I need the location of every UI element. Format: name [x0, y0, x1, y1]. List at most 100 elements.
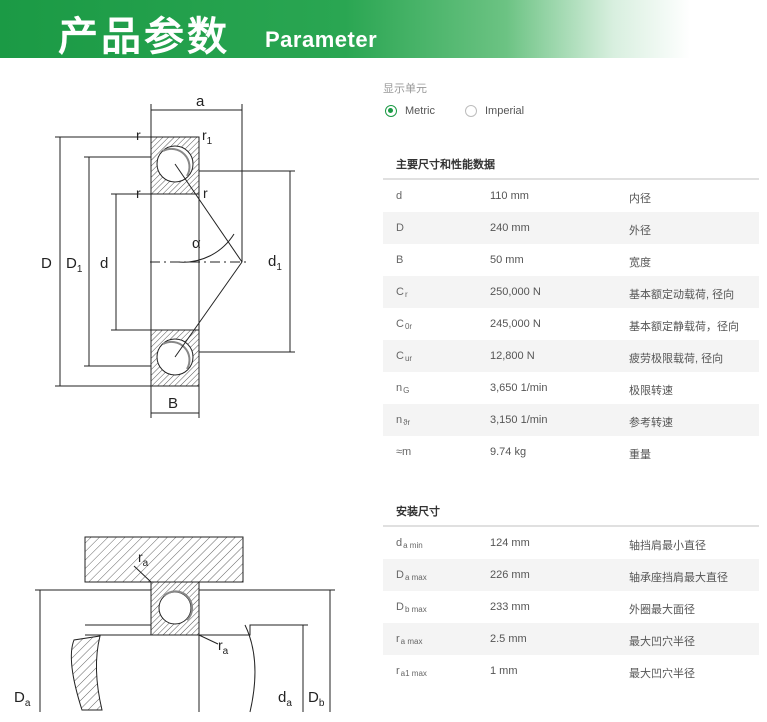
param-value: 1 mm — [490, 665, 518, 677]
label-Db: Db — [308, 689, 325, 709]
label-ra-top: ra — [138, 549, 149, 569]
table-row: nϑr 3,150 1/min 参考转速 — [383, 404, 759, 436]
param-description: 参考转速 — [629, 417, 673, 429]
radio-imperial[interactable]: Imperial — [465, 105, 524, 117]
param-symbol: d — [396, 190, 402, 202]
param-value: 50 mm — [490, 254, 524, 266]
label-a: a — [196, 93, 205, 110]
label-da: da — [278, 689, 292, 709]
param-symbol: D — [396, 222, 404, 234]
param-description: 最大凹穴半径 — [629, 636, 695, 648]
param-symbol: ra max — [396, 633, 422, 646]
table-row: B 50 mm 宽度 — [383, 244, 759, 276]
param-description: 最大凹穴半径 — [629, 668, 695, 680]
label-ra-bottom: ra — [218, 637, 229, 657]
table-row: Cr 250,000 N 基本额定动载荷, 径向 — [383, 276, 759, 308]
symbol-main: C — [396, 350, 404, 362]
param-value: 226 mm — [490, 569, 530, 581]
label-D: D — [41, 255, 52, 272]
label-r-inner-left: r — [136, 185, 141, 201]
mounting-dimensions-title: 安装尺寸 — [396, 506, 440, 518]
symbol-subscript: ϑr — [403, 418, 411, 427]
unit-label: 显示单元 — [383, 83, 427, 95]
symbol-subscript: r — [404, 290, 408, 299]
main-dimensions-table: d 110 mm 内径 D 240 mm 外径 B 50 mm 宽度 Cr 250,000 N 基本额… — [383, 178, 759, 468]
symbol-main: d — [396, 190, 403, 202]
param-description: 轴挡肩最小直径 — [629, 540, 706, 552]
param-description: 轴承座挡肩最大直径 — [629, 572, 728, 584]
param-description: 内径 — [629, 193, 651, 205]
param-value: 3,650 1/min — [490, 382, 548, 394]
param-symbol: ra1 max — [396, 665, 427, 678]
label-D1: D1 — [66, 255, 83, 275]
param-value: 9.74 kg — [490, 446, 527, 458]
label-d: d — [100, 255, 108, 272]
symbol-subscript: G — [403, 386, 410, 395]
symbol-subscript: 0r — [404, 322, 413, 331]
symbol-main: C — [396, 318, 404, 330]
radio-metric-label: Metric — [405, 105, 435, 117]
symbol-subscript: a max — [404, 573, 427, 582]
label-d1: d1 — [268, 253, 282, 273]
symbol-subscript: ur — [404, 354, 413, 363]
symbol-main: C — [396, 286, 404, 298]
table-row: Da max 226 mm 轴承座挡肩最大直径 — [383, 559, 759, 591]
bearing-dimension-diagram: a r r1 r r D D1 d d1 α B — [41, 93, 295, 418]
table-row: d 110 mm 内径 — [383, 180, 759, 212]
param-symbol: nϑr — [396, 414, 410, 427]
table-row: Cur 12,800 N 疲劳极限载荷, 径向 — [383, 340, 759, 372]
symbol-subscript: a max — [400, 637, 423, 646]
param-description: 外径 — [629, 225, 651, 237]
radio-imperial-dot[interactable] — [465, 105, 477, 117]
symbol-main: d — [396, 537, 403, 549]
label-alpha: α — [192, 235, 201, 252]
label-r1: r1 — [202, 127, 213, 147]
table-row: Db max 233 mm 外圈最大面径 — [383, 591, 759, 623]
param-value: 2.5 mm — [490, 633, 527, 645]
symbol-main: ≈m — [396, 446, 412, 458]
main-dimensions-title: 主要尺寸和性能数据 — [396, 159, 495, 171]
header-banner: 产品参数 Parameter — [0, 0, 767, 60]
title-english: Parameter — [265, 27, 378, 52]
param-value: 245,000 N — [490, 318, 541, 330]
param-value: 240 mm — [490, 222, 530, 234]
table-row: ra1 max 1 mm 最大凹穴半径 — [383, 655, 759, 687]
title-chinese: 产品参数 — [58, 14, 230, 60]
param-symbol: ≈m — [396, 446, 411, 458]
param-symbol: Da max — [396, 569, 427, 582]
param-description: 基本额定动载荷, 径向 — [629, 289, 735, 301]
param-value: 233 mm — [490, 601, 530, 613]
param-symbol: B — [396, 254, 403, 266]
mounting-dimensions-table: da min 124 mm 轴挡肩最小直径 Da max 226 mm 轴承座挡肩最大直径… — [383, 525, 759, 687]
param-symbol: Db max — [396, 601, 427, 614]
param-value: 250,000 N — [490, 286, 541, 298]
param-value: 124 mm — [490, 537, 530, 549]
param-description: 疲劳极限载荷, 径向 — [629, 353, 724, 365]
label-Da: Da — [14, 689, 31, 709]
param-symbol: da min — [396, 537, 423, 550]
symbol-main: D — [396, 222, 404, 234]
symbol-subscript: a min — [403, 541, 423, 550]
radio-metric-dot[interactable] — [385, 105, 397, 117]
label-r-outer: r — [136, 127, 141, 143]
param-value: 12,800 N — [490, 350, 535, 362]
symbol-main: r — [396, 633, 400, 645]
radio-imperial-label: Imperial — [485, 105, 525, 117]
param-description: 基本额定静载荷，径向 — [629, 321, 739, 333]
mounting-dimension-diagram: ra ra Da da Db — [14, 536, 335, 713]
symbol-main: B — [396, 254, 404, 266]
unit-selector: 显示单元 Metric Imperial — [383, 80, 763, 123]
radio-metric[interactable]: Metric — [385, 105, 435, 117]
label-B: B — [168, 395, 178, 412]
table-row: da min 124 mm 轴挡肩最小直径 — [383, 527, 759, 559]
symbol-main: D — [396, 569, 404, 581]
symbol-main: r — [396, 665, 400, 677]
param-symbol: C0r — [396, 318, 412, 331]
param-value: 3,150 1/min — [490, 414, 548, 426]
param-value: 110 mm — [490, 190, 529, 202]
symbol-main: n — [396, 382, 403, 394]
param-description: 宽度 — [629, 257, 651, 269]
param-description: 外圈最大面径 — [629, 604, 695, 616]
table-row: C0r 245,000 N 基本额定静载荷，径向 — [383, 308, 759, 340]
